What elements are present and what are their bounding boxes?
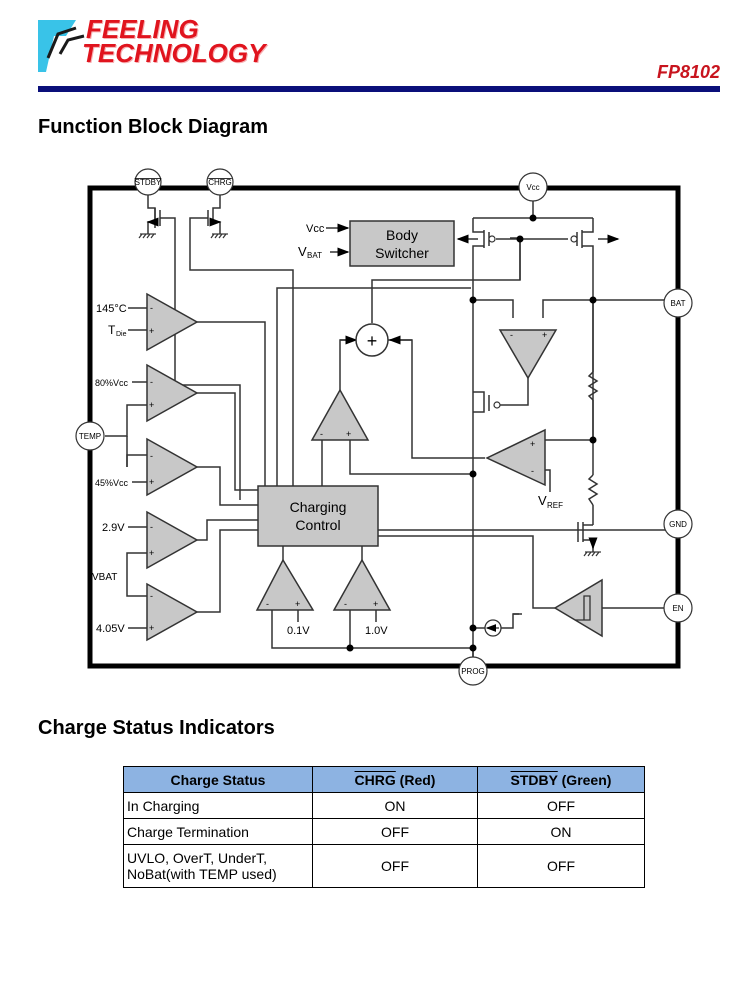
pin-label: STDBY bbox=[135, 178, 162, 187]
pin-label: GND bbox=[669, 520, 687, 529]
cell-status: In Charging bbox=[123, 792, 313, 819]
col-header-status: Charge Status bbox=[123, 766, 313, 793]
block-label: Charging bbox=[290, 499, 347, 515]
body-switcher-block: Body Switcher bbox=[349, 220, 455, 267]
table-row: Charge Termination OFF ON bbox=[123, 818, 645, 845]
schmitt-trigger-icon bbox=[575, 595, 591, 621]
pin-label: BAT bbox=[671, 299, 686, 308]
header-rule bbox=[38, 86, 720, 92]
cell-status: UVLO, OverT, UnderT,NoBat(with TEMP used… bbox=[123, 844, 313, 888]
pin-chrg: CHRG bbox=[206, 168, 234, 196]
comparator-icon bbox=[146, 292, 603, 642]
col-header-chrg: CHRG (Red) bbox=[312, 766, 478, 793]
label-vref-sub: REF bbox=[547, 501, 563, 510]
label-0-1v: 0.1V bbox=[287, 625, 310, 637]
pin-prog: PROG bbox=[458, 656, 488, 686]
label-vbat-in: V bbox=[298, 244, 307, 259]
minus-sign: - bbox=[150, 522, 153, 532]
minus-sign: - bbox=[150, 451, 153, 461]
label-vbat-in-sub: BAT bbox=[307, 251, 322, 260]
summer-plus-icon: + bbox=[367, 331, 378, 351]
label-vcc-in: Vcc bbox=[306, 223, 325, 235]
junction-dots bbox=[346, 214, 597, 652]
minus-sign: - bbox=[266, 599, 269, 609]
label-45vcc: 45%Vcc bbox=[95, 478, 129, 488]
logo-text-line1: FEELING bbox=[86, 14, 199, 44]
pin-label: TEMP bbox=[79, 432, 101, 441]
label-2-9v: 2.9V bbox=[102, 522, 125, 534]
cell-stdby: ON bbox=[477, 818, 645, 845]
plus-sign: + bbox=[346, 429, 351, 439]
block-label: Body bbox=[386, 227, 418, 243]
plus-sign: + bbox=[149, 400, 154, 410]
minus-sign: - bbox=[531, 466, 534, 476]
label-vref: V bbox=[538, 493, 547, 508]
cell-chrg: ON bbox=[312, 792, 478, 819]
plus-sign: + bbox=[530, 439, 535, 449]
pin-bat: BAT bbox=[663, 288, 693, 318]
pin-label: EN bbox=[672, 604, 683, 613]
label-tdie-sub: Die bbox=[116, 331, 127, 338]
part-number: FP8102 bbox=[656, 62, 720, 82]
logo-text-line2: TECHNOLOGY bbox=[82, 38, 266, 68]
function-block-diagram: - + - + - + - + - + - + - + - + - + + - … bbox=[0, 160, 750, 700]
logo-mark-icon bbox=[38, 20, 85, 72]
label-vbat: VBAT bbox=[92, 572, 117, 583]
cell-chrg: OFF bbox=[312, 844, 478, 888]
table-row: In Charging ON OFF bbox=[123, 792, 645, 819]
col-header-stdby: STDBY (Green) bbox=[477, 766, 645, 793]
label-80vcc: 80%Vcc bbox=[95, 378, 129, 388]
plus-sign: + bbox=[149, 326, 154, 336]
pin-vcc: Vcc bbox=[518, 172, 548, 202]
minus-sign: - bbox=[320, 429, 323, 439]
pin-stdby: STDBY bbox=[134, 168, 162, 196]
pin-temp: TEMP bbox=[75, 421, 105, 451]
cell-stdby: OFF bbox=[477, 792, 645, 819]
plus-sign: + bbox=[149, 548, 154, 558]
table-header-row: Charge Status CHRG (Red) STDBY (Green) bbox=[123, 766, 645, 793]
pin-label: Vcc bbox=[526, 183, 539, 192]
cell-stdby: OFF bbox=[477, 844, 645, 888]
plus-sign: + bbox=[149, 623, 154, 633]
company-logo: FEELING TECHNOLOGY bbox=[36, 14, 276, 76]
minus-sign: - bbox=[344, 599, 347, 609]
pin-gnd: GND bbox=[663, 509, 693, 539]
cell-status: Charge Termination bbox=[123, 818, 313, 845]
minus-sign: - bbox=[510, 330, 513, 340]
minus-sign: - bbox=[150, 591, 153, 601]
pin-label: CHRG bbox=[208, 178, 232, 187]
summing-junction: + bbox=[355, 323, 389, 357]
charging-control-block: Charging Control bbox=[257, 485, 379, 547]
ground-icon bbox=[138, 233, 601, 557]
label-tdie: T bbox=[108, 323, 116, 337]
plus-sign: + bbox=[542, 330, 547, 340]
plus-sign: + bbox=[373, 599, 378, 609]
section-title-status: Charge Status Indicators bbox=[38, 717, 275, 739]
plus-sign: + bbox=[149, 477, 154, 487]
label-4-05v: 4.05V bbox=[96, 623, 125, 635]
pin-en: EN bbox=[663, 593, 693, 623]
cell-chrg: OFF bbox=[312, 818, 478, 845]
table-row: UVLO, OverT, UnderT,NoBat(with TEMP used… bbox=[123, 844, 645, 888]
pin-label: PROG bbox=[461, 667, 485, 676]
block-label: Switcher bbox=[375, 245, 429, 261]
block-label: Control bbox=[295, 517, 340, 533]
label-1-0v: 1.0V bbox=[365, 625, 388, 637]
resistor-icon bbox=[587, 371, 599, 506]
charge-status-table: Charge Status CHRG (Red) STDBY (Green) I… bbox=[123, 766, 645, 888]
current-source-icon bbox=[484, 619, 502, 637]
plus-sign: + bbox=[295, 599, 300, 609]
minus-sign: - bbox=[150, 303, 153, 313]
section-title-diagram: Function Block Diagram bbox=[38, 116, 269, 138]
minus-sign: - bbox=[150, 377, 153, 387]
label-145c: 145°C bbox=[96, 303, 127, 315]
